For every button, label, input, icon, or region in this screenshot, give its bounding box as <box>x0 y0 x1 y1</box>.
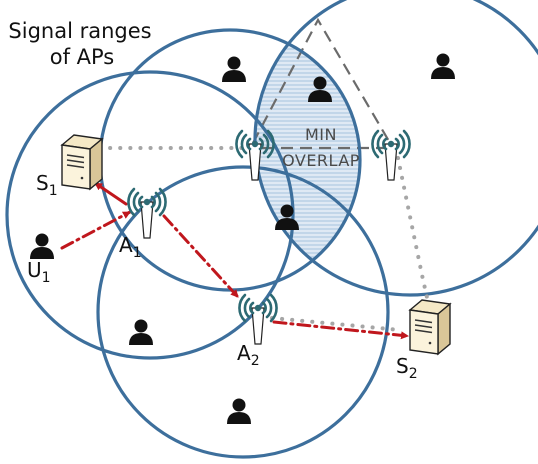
min-overlap-label-line-1: MIN <box>305 125 337 144</box>
min-overlap-label-line-2: OVERLAP <box>282 151 360 170</box>
node-label-a2: A2 <box>237 341 260 369</box>
person-icon <box>222 56 246 82</box>
server-icon <box>61 134 103 190</box>
server-icon <box>409 299 451 355</box>
caption-line-1: Signal ranges <box>8 19 151 43</box>
person-icon <box>129 319 153 345</box>
wifi-access-point-icon <box>238 293 278 346</box>
link-a1-a2 <box>162 214 240 299</box>
caption-line-2: of APs <box>50 45 115 69</box>
node-label-a1: A1 <box>119 233 142 261</box>
overlap-dashed-triangle <box>252 17 391 144</box>
person-icon <box>30 233 54 259</box>
link-a2-s2 <box>272 320 410 340</box>
node-label-u1: U1 <box>27 258 51 286</box>
wifi-access-point-icon <box>371 129 411 182</box>
backbone-link-ap-s2 <box>396 156 430 304</box>
signal-range-circle-a1 <box>5 70 295 360</box>
link-a1-s1 <box>93 181 128 206</box>
node-label-s2: S2 <box>396 354 418 382</box>
signal-range-circle-right <box>253 0 538 297</box>
person-icon <box>227 398 251 424</box>
person-icon <box>431 53 455 79</box>
wifi-access-point-icon <box>127 187 167 240</box>
signal-range-circle-a2 <box>96 165 390 459</box>
backbone-link-a2-s2 <box>270 316 402 332</box>
link-u1-a1 <box>60 210 132 250</box>
node-label-s1: S1 <box>36 171 58 199</box>
